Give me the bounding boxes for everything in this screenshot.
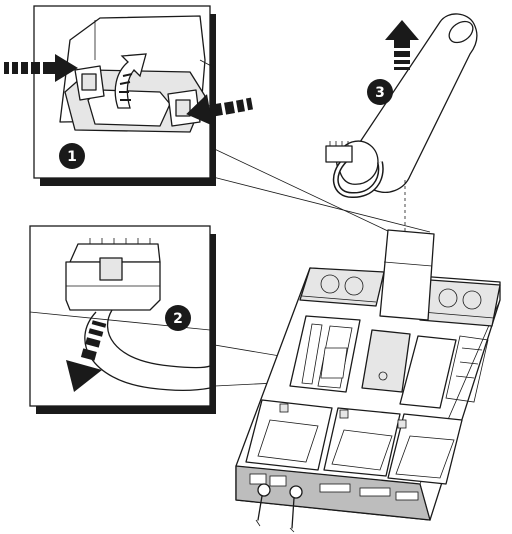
step-callout-1: 1 [59, 143, 85, 169]
step-callout-2: 2 [165, 305, 191, 331]
arrow-right-icon [4, 54, 78, 82]
arrow-down-left-icon [66, 320, 107, 392]
inset-connector-panel: 2 [29, 225, 216, 414]
arrow-left-icon [186, 94, 253, 126]
arrow-up-icon [385, 20, 419, 70]
curved-arrow-up-icon [114, 53, 147, 109]
step-number: 2 [173, 311, 183, 327]
controller-module [235, 229, 501, 533]
left-clip [74, 65, 105, 101]
step-number: 3 [375, 85, 385, 101]
battery [325, 13, 478, 198]
step-number: 1 [67, 149, 77, 165]
step-callout-3: 3 [367, 79, 393, 105]
inset-latch-panel: 1 [4, 5, 253, 186]
right-clip [167, 89, 201, 127]
